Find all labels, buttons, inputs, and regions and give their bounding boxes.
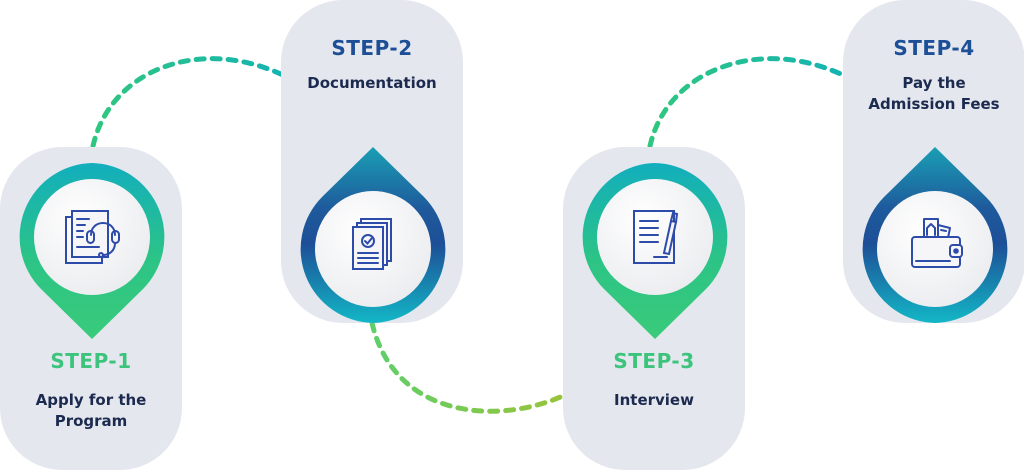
application-headset-icon [65,210,120,264]
connector-step2-step3 [369,320,568,414]
step-description-line: Program [54,412,128,430]
step-description-line: Documentation [307,74,437,92]
document-pen-icon [633,210,679,264]
step-label: STEP-3 [613,349,695,373]
step-card-3: STEP-3 Interview [563,147,745,470]
step-description: Apply for the Program [0,390,182,432]
step-description: Interview [563,390,745,411]
step-label: STEP-4 [893,36,975,60]
step-label: STEP-1 [50,349,132,373]
connector-step1-step2 [90,56,288,149]
pin-marker [854,133,1014,333]
connector-step3-step4 [647,56,848,149]
step-label: STEP-2 [331,36,413,60]
step-card-1: STEP-1 Apply for the Program [0,147,182,470]
pin-marker [11,161,171,361]
step-description-line: Admission Fees [868,95,1000,113]
step-description: Documentation [281,73,463,94]
step-description: Pay the Admission Fees [843,73,1024,115]
pin-marker [574,161,734,361]
step-description-line: Apply for the [35,391,147,409]
pin-marker [292,133,452,333]
step-card-4: STEP-4 Pay the Admission Fees [843,0,1024,323]
step-description-line: Interview [614,391,694,409]
step-description-line: Pay the [902,74,966,92]
wallet-money-icon [911,218,963,268]
step-card-2: STEP-2 Documentation [281,0,463,323]
documents-check-icon [352,218,392,270]
